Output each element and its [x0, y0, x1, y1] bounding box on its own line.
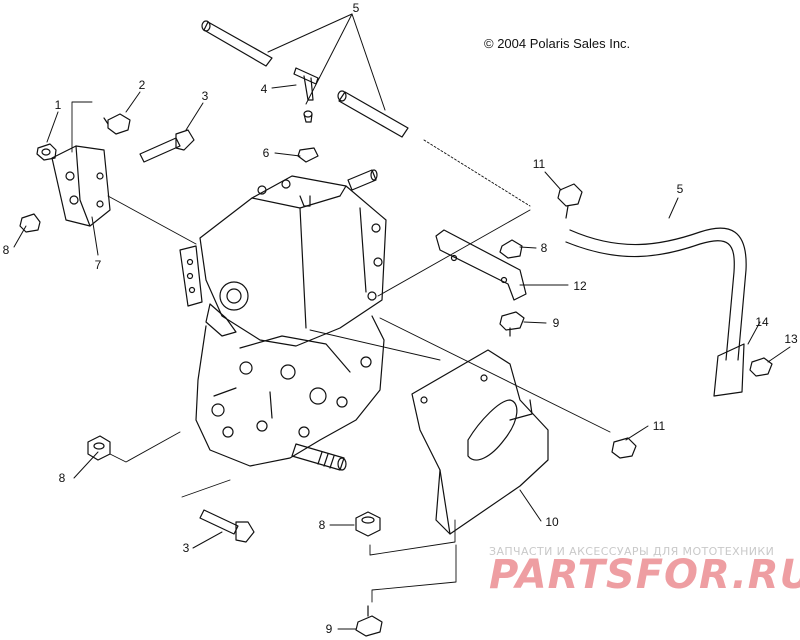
assembly-guide-lines [71, 101, 611, 603]
skid-plate-part-10 [411, 349, 549, 535]
bolt-part-3-lower [199, 509, 255, 543]
transmission-housing [179, 169, 387, 471]
nut-part-8-bracket [499, 239, 523, 259]
hose-part-5 [565, 227, 747, 397]
bolt-part-2 [103, 113, 131, 135]
bolt-part-11-lower [611, 437, 637, 459]
callout-14: 14 [755, 315, 769, 329]
callout-4: 4 [260, 82, 268, 96]
callout-11-lower: 11 [652, 419, 666, 433]
callout-7: 7 [94, 258, 102, 272]
watermark-tagline: ЗАПЧАСТИ И АКСЕССУАРЫ ДЛЯ МОТОТЕХНИКИ [489, 545, 775, 558]
callout-8-left: 8 [2, 243, 10, 257]
callout-6: 6 [262, 146, 270, 160]
bolt-part-3-upper [139, 129, 195, 163]
watermark-logo: PARTSFOR.RU [489, 552, 800, 598]
bracket-part-12 [435, 229, 527, 301]
callout-8-bracket: 8 [540, 241, 548, 255]
tee-fitting-part-4 [293, 67, 319, 123]
nut-part-6 [297, 147, 319, 163]
leader-lines [13, 13, 791, 630]
callout-2: 2 [138, 78, 146, 92]
callout-9-bottom: 9 [325, 622, 333, 636]
callout-5-right: 5 [676, 182, 684, 196]
callout-5-top: 5 [352, 1, 360, 15]
tube-part-5 [201, 20, 409, 138]
nut-part-8-left [19, 213, 41, 233]
callout-9-mid: 9 [552, 316, 560, 330]
callout-11-upper: 11 [532, 157, 546, 171]
callout-10: 10 [545, 515, 559, 529]
screw-part-13 [749, 357, 773, 377]
bolt-part-9-bottom [355, 605, 383, 637]
callout-13: 13 [784, 332, 798, 346]
callout-12: 12 [573, 279, 587, 293]
callout-1: 1 [54, 98, 62, 112]
callout-3-lower: 3 [182, 541, 190, 555]
callout-3-upper: 3 [201, 89, 209, 103]
copyright-notice: © 2004 Polaris Sales Inc. [484, 36, 631, 51]
bolt-part-9-mid [499, 311, 525, 337]
callout-8-lower-left: 8 [58, 471, 66, 485]
nut-part-8-lower-left [87, 435, 111, 461]
bolt-part-11-upper [557, 183, 583, 219]
callout-8-bottom: 8 [318, 518, 326, 532]
bracket-part-7 [51, 145, 111, 227]
nut-part-8-bottom [355, 511, 381, 537]
nut-part-1 [36, 143, 57, 161]
